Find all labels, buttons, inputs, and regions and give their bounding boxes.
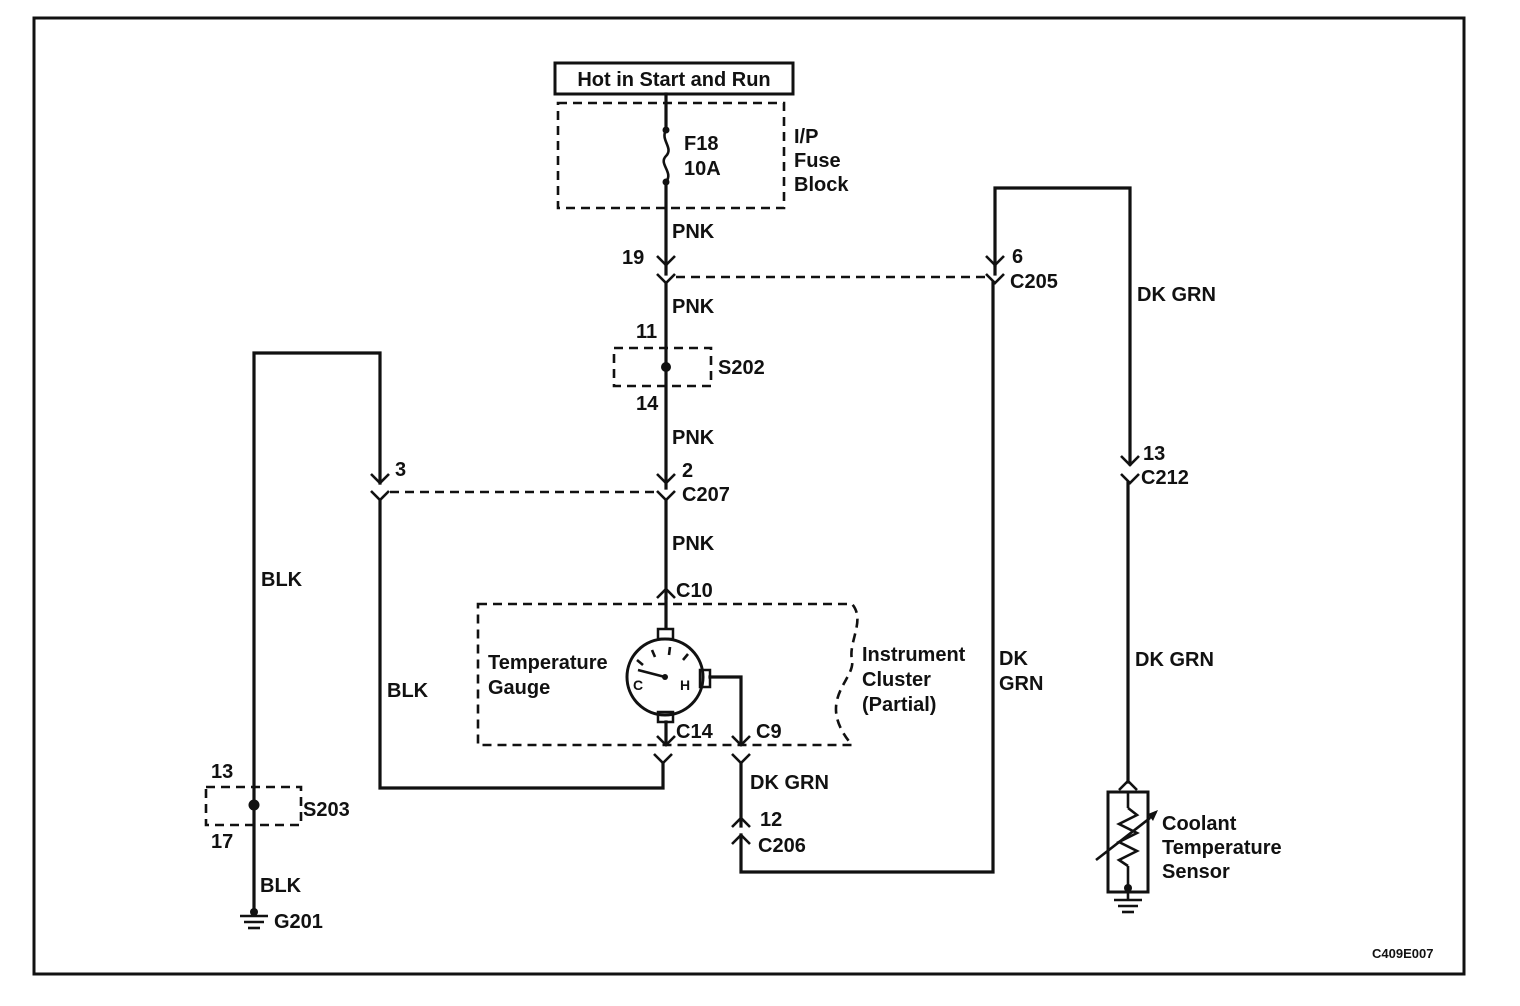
connector-c207 (370, 473, 676, 502)
sensor-label-1: Coolant (1162, 813, 1237, 835)
fuse-block-label-1: I/P (794, 126, 818, 148)
cluster-label-3: (Partial) (862, 694, 936, 716)
gauge-label-2: Gauge (488, 677, 550, 699)
wire-dk-grn-3-label: DK GRN (1137, 284, 1216, 306)
ground-name: G201 (274, 911, 323, 933)
gauge-cold-label: C (633, 677, 643, 693)
fuse-name: F18 (684, 133, 718, 155)
c207-name: C207 (682, 484, 730, 506)
wire-pnk-3-label: PNK (672, 427, 715, 449)
c205-name: C205 (1010, 271, 1058, 293)
c14-name: C14 (676, 721, 714, 743)
s202-name: S202 (718, 357, 765, 379)
power-source-box: Hot in Start and Run (553, 61, 795, 96)
gauge-label-1: Temperature (488, 652, 608, 674)
splice-s203-outline (204, 785, 303, 827)
gauge-hot-label: H (680, 677, 690, 693)
fuse-f18 (662, 92, 670, 186)
splice-s202-outline (612, 346, 713, 388)
s202-pin-11: 11 (636, 321, 657, 343)
connector-c14-top (656, 735, 676, 747)
fuse-block-label-2: Fuse (794, 150, 841, 172)
fuse-rating: 10A (684, 158, 721, 180)
temperature-gauge-icon: C H (625, 627, 712, 724)
sensor-label-3: Sensor (1162, 861, 1230, 883)
power-source-label: Hot in Start and Run (577, 69, 770, 91)
c206-pin-12: 12 (760, 809, 782, 831)
s203-name: S203 (303, 799, 350, 821)
wire-blk-main-label: BLK (261, 569, 303, 591)
sensor-label-2: Temperature (1162, 837, 1282, 859)
s203-pin-17: 17 (211, 831, 233, 853)
c205-pin-19: 19 (622, 247, 644, 269)
diagram-border (32, 16, 1466, 976)
wire-dk-grn-2-label-1: DK (999, 648, 1028, 670)
cluster-label-2: Cluster (862, 669, 931, 691)
connector-c212 (1120, 455, 1140, 485)
wire-blk-return (378, 498, 665, 790)
wire-blk-return-label: BLK (387, 680, 429, 702)
c212-name: C212 (1141, 467, 1189, 489)
connector-c205 (656, 255, 1005, 285)
cluster-label-1: Instrument (862, 644, 966, 666)
c205-pin-6: 6 (1012, 246, 1023, 268)
c207-pin-2: 2 (682, 460, 693, 482)
wire-dk-grn-4-label: DK GRN (1135, 649, 1214, 671)
c212-pin-13: 13 (1143, 443, 1165, 465)
wire-pnk-4-label: PNK (672, 533, 715, 555)
wire-pnk-2-label: PNK (672, 296, 715, 318)
connector-c9-top (731, 735, 751, 747)
coolant-sensor-icon (1095, 779, 1158, 914)
instrument-cluster-outline (476, 602, 859, 747)
diagram-id: C409E007 (1372, 946, 1433, 961)
wire-pnk-1-label: PNK (672, 221, 715, 243)
s202-pin-14: 14 (636, 393, 659, 415)
wire-gauge-signal (708, 675, 743, 746)
s203-pin-13: 13 (211, 761, 233, 783)
ground-icon (240, 908, 268, 930)
c206-name: C206 (758, 835, 806, 857)
wire-blk-main (252, 351, 382, 914)
wire-blk-ground-label: BLK (260, 875, 302, 897)
splice-s203-dot (248, 799, 260, 811)
fuse-block-label-3: Block (794, 174, 849, 196)
wire-dk-grn-1-label: DK GRN (750, 772, 829, 794)
c207-pin-3: 3 (395, 459, 406, 481)
fuse-block-outline (556, 101, 786, 210)
c10-name: C10 (676, 580, 713, 602)
c9-name: C9 (756, 721, 782, 743)
wire-dk-grn-3 (993, 186, 1132, 466)
wire-dk-grn-2 (739, 281, 995, 874)
connector-c10 (656, 587, 676, 599)
splice-s202-dot (661, 362, 671, 372)
wire-dk-grn-2-label-2: GRN (999, 673, 1043, 695)
